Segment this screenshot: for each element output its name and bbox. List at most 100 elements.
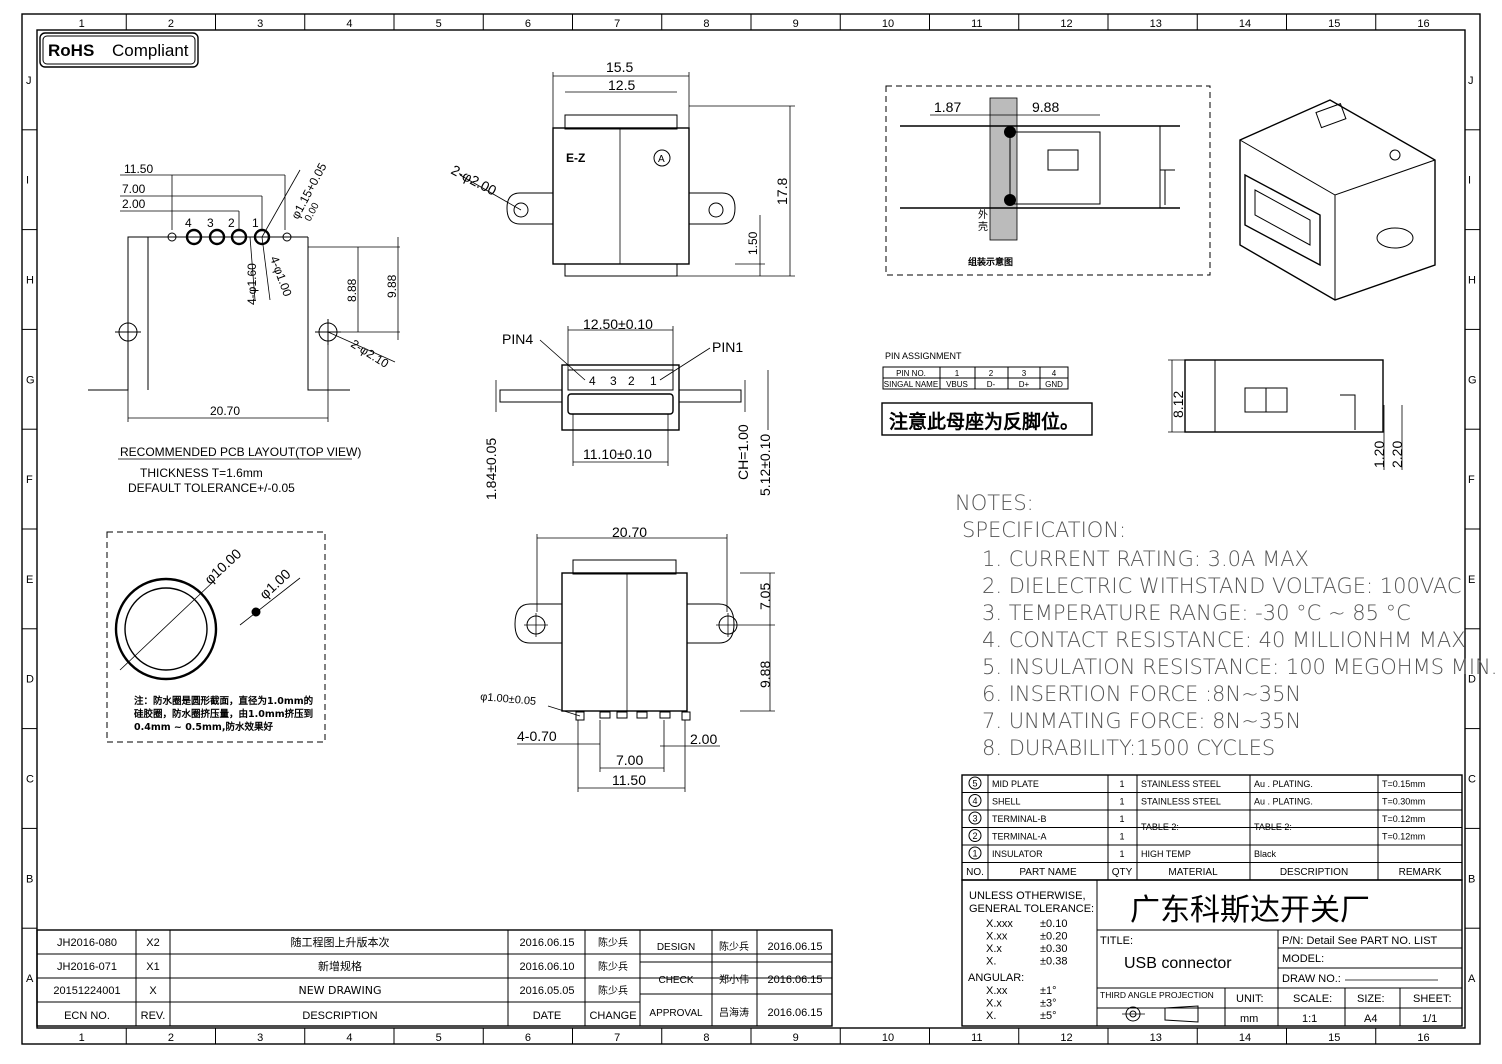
tol-angular: ANGULAR: — [968, 972, 1024, 984]
row-marker: A — [26, 973, 34, 985]
model-label: MODEL: — [1282, 953, 1324, 965]
scale-value: 1:1 — [1302, 1013, 1317, 1025]
col-marker: 1 — [79, 1032, 85, 1044]
col-marker: 7 — [614, 18, 620, 30]
bom-desc: Black — [1254, 849, 1277, 859]
ang-value: ±1° — [1040, 985, 1057, 997]
pin-table-cell: GND — [1045, 380, 1063, 389]
bom-no: 5 — [972, 779, 977, 789]
bom-part: TERMINAL-B — [992, 814, 1047, 824]
col-marker: 16 — [1417, 1032, 1429, 1044]
tol-key: X.x — [986, 943, 1002, 955]
col-marker: 8 — [703, 1032, 709, 1044]
row-marker: F — [1468, 474, 1475, 486]
dim-1-50: 1.50 — [746, 231, 760, 255]
ang-key: X.xx — [986, 985, 1008, 997]
bom-remark: T=0.12mm — [1382, 814, 1425, 824]
dim-20-70: 20.70 — [210, 404, 240, 418]
tol-unless-1: UNLESS OTHERWISE, — [969, 890, 1086, 902]
approval-role: DESIGN — [657, 942, 695, 953]
ang-key: X. — [986, 1010, 996, 1022]
unit-value: mm — [1240, 1013, 1258, 1025]
ang-value: ±5° — [1040, 1010, 1057, 1022]
rev-ecn: 20151224001 — [53, 985, 120, 997]
col-marker: 15 — [1328, 18, 1340, 30]
spec-note: 1. CURRENT RATING: 3.0A MAX — [982, 547, 1309, 571]
row-marker: A — [1468, 973, 1476, 985]
col-marker: 12 — [1060, 1032, 1072, 1044]
tol-key: X.xxx — [986, 918, 1013, 930]
bom-header: NO. — [966, 867, 984, 878]
col-marker: 6 — [525, 1032, 531, 1044]
rohs-badge: RoHS Compliant — [39, 32, 199, 68]
approval-role: CHECK — [658, 975, 693, 986]
title-value: USB connector — [1124, 955, 1232, 972]
sheet-label: SHEET: — [1413, 993, 1452, 1005]
col-marker: 8 — [703, 18, 709, 30]
seal-note-2: 硅胶圈，防水圈挤压量，由1.0mm挤压到 — [134, 708, 313, 720]
ang-value: ±3° — [1040, 998, 1057, 1010]
approval-date: 2016.06.15 — [767, 974, 822, 986]
row-marker: I — [26, 175, 29, 187]
dim-1-20: 1.20 — [1371, 441, 1387, 468]
col-marker: 15 — [1328, 1032, 1340, 1044]
col-marker: 13 — [1150, 18, 1162, 30]
spec-note: 6. INSERTION FORCE :8N~35N — [982, 682, 1301, 706]
dim-2-00: 2.00 — [122, 197, 146, 211]
rev-ecn: JH2016-071 — [57, 961, 117, 973]
col-marker: 13 — [1150, 1032, 1162, 1044]
bom-material: HIGH TEMP — [1141, 849, 1191, 859]
rev-header: ECN NO. — [64, 1010, 110, 1022]
col-marker: 6 — [525, 18, 531, 30]
bom-part: MID PLATE — [992, 779, 1039, 789]
dim-7-00-bottom: 7.00 — [616, 752, 643, 768]
col-marker: 10 — [882, 18, 894, 30]
size-label: SIZE: — [1357, 993, 1385, 1005]
col-marker: 14 — [1239, 18, 1251, 30]
pcb-layout-view: 11.50 7.00 2.00 4 3 2 1 φ1.15+0.05 0.00 … — [88, 160, 400, 495]
pcb-thickness: THICKNESS T=1.6mm — [140, 466, 263, 480]
col-marker: 14 — [1239, 1032, 1251, 1044]
rev-change: 陈少兵 — [598, 984, 628, 997]
dim-2-00-bottom: 2.00 — [690, 731, 717, 747]
bottom-view: 20.70 7.05 9.88 φ1.00±0.05 4-0.70 2.00 7… — [480, 524, 775, 792]
assembly-view: 1.87 9.88 外 壳 组装示意图 — [885, 85, 1211, 276]
bom-header: PART NAME — [1019, 867, 1077, 878]
bom-part: SHELL — [992, 797, 1021, 807]
pin-table-cell: SINGAL NAME — [884, 380, 938, 389]
dim-20-70-bottom: 20.70 — [612, 524, 647, 540]
dim-15-5: 15.5 — [606, 59, 633, 75]
col-marker: 7 — [614, 1032, 620, 1044]
approval-name: 吕海涛 — [719, 1006, 749, 1019]
col-marker: 11 — [971, 18, 982, 30]
bom-table2-material: TABLE 2: — [1141, 822, 1179, 832]
dim-17-8: 17.8 — [774, 178, 790, 205]
rev-date: 2016.06.10 — [519, 961, 574, 973]
spec-note: 7. UNMATING FORCE: 8N~35N — [982, 709, 1301, 733]
pin1-label: PIN1 — [712, 339, 743, 355]
bom-no: 2 — [972, 831, 977, 841]
approval-date: 2016.06.15 — [767, 941, 822, 953]
pin4-label: PIN4 — [502, 331, 533, 347]
rev-rev: X — [149, 985, 157, 997]
reverse-pin-warning: 注意此母座为反脚位。 — [889, 410, 1079, 433]
bom-remark: T=0.30mm — [1382, 797, 1425, 807]
spec-note: 2. DIELECTRIC WITHSTAND VOLTAGE: 100VAC — [982, 574, 1462, 598]
bom-part: INSULATOR — [992, 849, 1043, 859]
tol-value: ±0.20 — [1040, 931, 1067, 943]
title-block: UNLESS OTHERWISE, GENERAL TOLERANCE: ANG… — [961, 879, 1463, 1027]
pin-table-header: 2 — [989, 369, 994, 378]
bom-material: STAINLESS STEEL — [1141, 779, 1221, 789]
bom-desc: Au . PLATING. — [1254, 797, 1313, 807]
row-marker: H — [26, 275, 34, 287]
col-marker: 11 — [971, 1032, 982, 1044]
col-marker: 9 — [793, 18, 799, 30]
pad-label-4: 4 — [185, 216, 192, 230]
face-view: 4 3 2 1 PIN4 PIN1 12.50±0.10 11.10±0.10 … — [483, 316, 773, 500]
spec-heading: SPECIFICATION: — [962, 518, 1126, 542]
pin-table-header: PIN NO. — [896, 369, 926, 378]
col-marker: 1 — [79, 18, 85, 30]
